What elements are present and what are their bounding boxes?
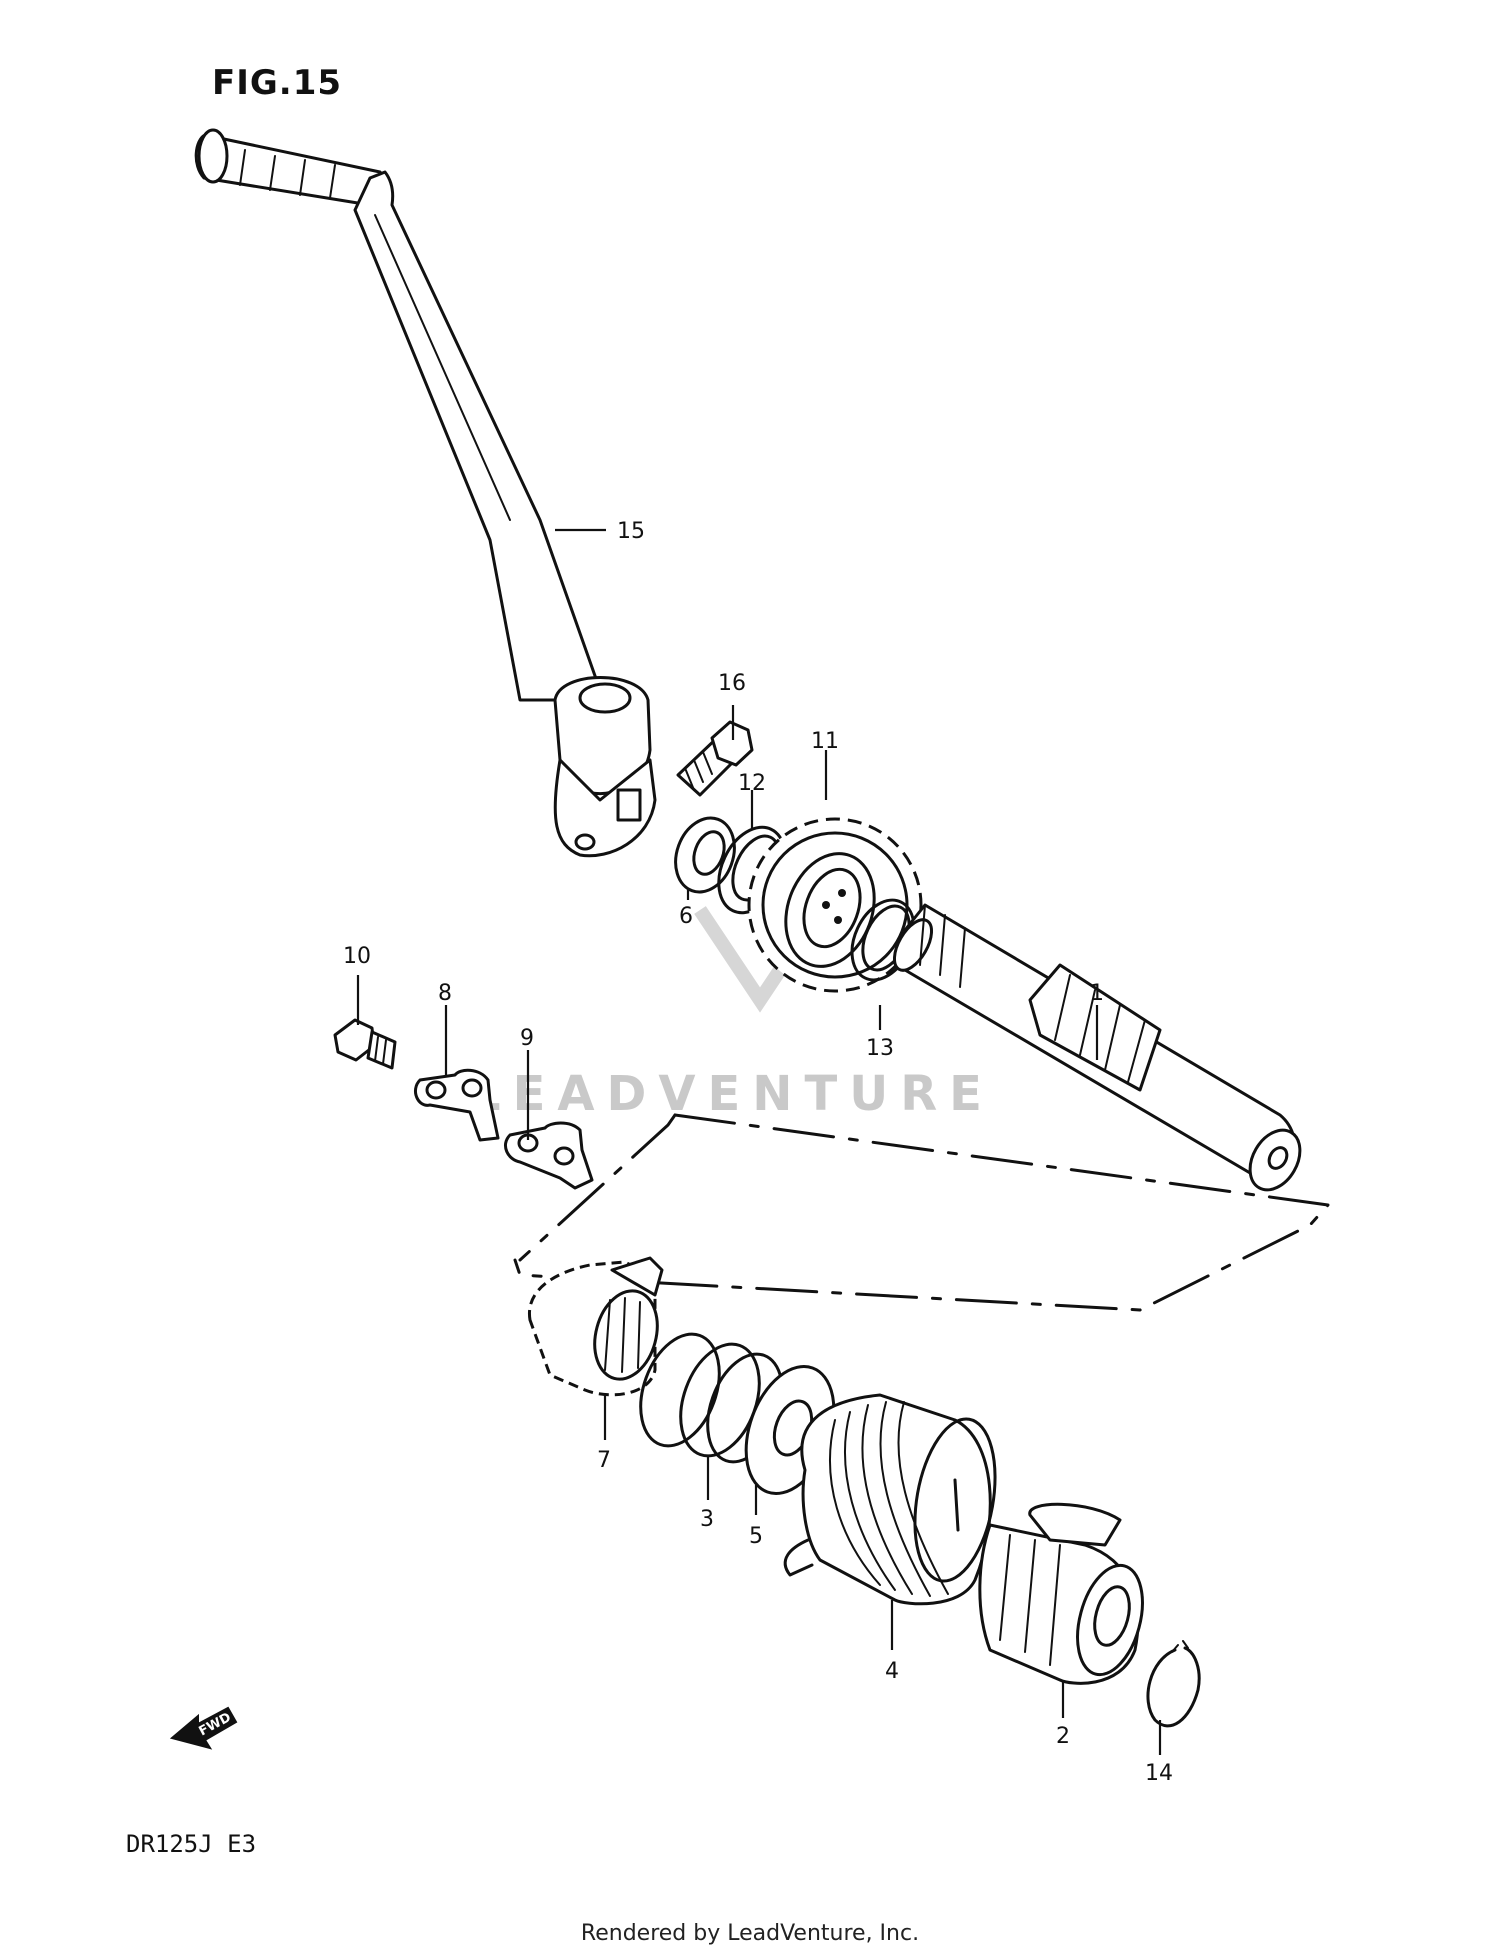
callout-9: 9 bbox=[520, 1026, 534, 1051]
callout-5: 5 bbox=[749, 1524, 763, 1549]
bolt-16 bbox=[676, 720, 754, 797]
callout-16: 16 bbox=[718, 671, 746, 696]
callout-1: 1 bbox=[1090, 981, 1104, 1006]
callout-11: 11 bbox=[811, 729, 839, 754]
assembly-bracket bbox=[513, 1113, 1330, 1312]
callout-10: 10 bbox=[343, 944, 371, 969]
callout-labels: 15 16 11 12 6 1 13 10 8 9 7 3 5 4 2 14 bbox=[343, 519, 1173, 1786]
drive-gear-7 bbox=[527, 1256, 664, 1397]
plate-8 bbox=[414, 1068, 500, 1142]
callout-12: 12 bbox=[738, 771, 766, 796]
plate-9 bbox=[504, 1121, 594, 1190]
callout-6: 6 bbox=[679, 904, 693, 929]
footer-credit: Rendered by LeadVenture, Inc. bbox=[581, 1921, 919, 1946]
callout-4: 4 bbox=[885, 1659, 899, 1684]
callout-15: 15 bbox=[617, 519, 645, 544]
callout-13: 13 bbox=[866, 1036, 894, 1061]
figure-title: FIG.15 bbox=[212, 63, 342, 103]
callout-8: 8 bbox=[438, 981, 452, 1006]
callout-3: 3 bbox=[700, 1507, 714, 1532]
callout-14: 14 bbox=[1145, 1761, 1173, 1786]
leader-lines bbox=[356, 528, 1162, 1755]
kick-gear bbox=[747, 817, 923, 993]
spring-guide-2 bbox=[978, 1502, 1144, 1685]
circlip-14 bbox=[1146, 1640, 1201, 1728]
assembly-bracket-left bbox=[518, 1113, 677, 1262]
fwd-arrow-icon: FWD bbox=[169, 1706, 238, 1750]
svg-text:LEADVENTURE: LEADVENTURE bbox=[470, 1066, 994, 1122]
callout-2: 2 bbox=[1056, 1724, 1070, 1749]
kick-lever bbox=[194, 128, 657, 858]
model-code: DR125J E3 bbox=[126, 1830, 256, 1858]
bolt-10 bbox=[333, 1018, 397, 1070]
return-spring-4 bbox=[783, 1393, 997, 1606]
kick-shaft bbox=[892, 903, 1302, 1192]
callout-7: 7 bbox=[597, 1448, 611, 1473]
